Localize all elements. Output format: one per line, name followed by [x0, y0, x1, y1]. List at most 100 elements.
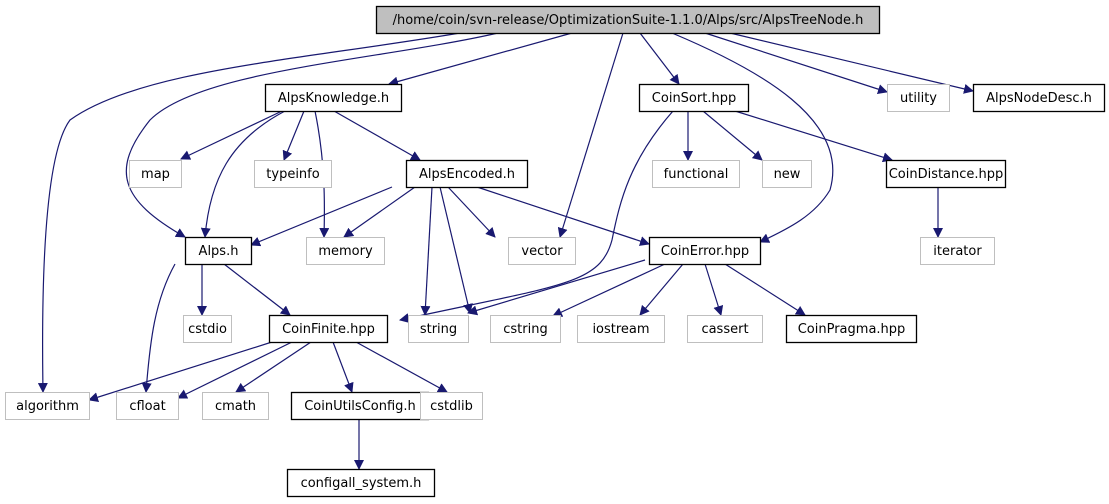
node-CoinDistance[interactable]: CoinDistance.hpp: [885, 159, 1007, 189]
node-root[interactable]: /home/coin/svn-release/OptimizationSuite…: [375, 5, 881, 35]
node-box: [920, 237, 995, 265]
edge-CoinError-to-CoinPragma: [724, 263, 806, 316]
edge-AlpsEncoded-to-vector: [447, 186, 496, 238]
edge-root-to-utility: [704, 32, 888, 94]
node-box: [885, 159, 1007, 189]
node-cstring: cstring: [490, 315, 561, 343]
node-label: typeinfo: [266, 167, 319, 182]
node-box: [420, 392, 483, 420]
node-box: [652, 160, 740, 188]
edge-CoinFinite-to-CoinUtilsConfig: [332, 341, 354, 393]
edge-Alps-to-CoinFinite: [223, 263, 291, 316]
node-configall_system[interactable]: configall_system.h: [286, 468, 436, 498]
node-label: cmath: [215, 399, 256, 414]
edge-root-to-algorithm: [37, 32, 461, 393]
node-box: [408, 315, 469, 343]
edge-CoinFinite-to-cmath: [235, 341, 312, 393]
node-CoinFinite[interactable]: CoinFinite.hpp: [268, 314, 389, 344]
edge-AlpsKnowledge-to-typeinfo: [282, 110, 305, 161]
node-CoinUtilsConfig[interactable]: CoinUtilsConfig.h: [290, 391, 430, 421]
node-box: [762, 160, 812, 188]
node-label: algorithm: [16, 399, 79, 414]
node-typeinfo: typeinfo: [254, 160, 332, 188]
node-label: AlpsKnowledge.h: [278, 91, 389, 106]
node-box: [129, 160, 182, 188]
node-label: string: [420, 322, 457, 337]
node-box: [405, 159, 529, 189]
node-cmath: cmath: [202, 392, 269, 420]
node-label: map: [141, 167, 170, 182]
edge-AlpsKnowledge-to-AlpsEncoded: [333, 110, 421, 161]
node-box: [687, 315, 763, 343]
node-AlpsKnowledge[interactable]: AlpsKnowledge.h: [264, 83, 403, 113]
node-label: AlpsNodeDesc.h: [986, 91, 1092, 106]
node-label: memory: [318, 244, 373, 259]
node-box: [490, 315, 561, 343]
node-Alps[interactable]: Alps.h: [184, 236, 253, 266]
node-box: [375, 5, 881, 35]
node-CoinSort[interactable]: CoinSort.hpp: [638, 83, 750, 113]
node-box: [887, 84, 950, 112]
node-label: cstdio: [188, 322, 227, 337]
node-label: cassert: [701, 322, 748, 337]
edge-CoinSort-to-new: [702, 110, 763, 161]
node-label: CoinPragma.hpp: [798, 322, 906, 337]
node-box: [286, 468, 436, 498]
node-box: [577, 315, 665, 343]
node-memory: memory: [306, 237, 385, 265]
edge-AlpsKnowledge-to-Alps: [200, 110, 286, 238]
node-CoinError[interactable]: CoinError.hpp: [648, 236, 762, 266]
node-box: [254, 160, 332, 188]
node-new: new: [762, 160, 812, 188]
node-box: [972, 83, 1106, 113]
edge-CoinFinite-to-cstdlib: [355, 341, 448, 393]
node-label: CoinError.hpp: [661, 244, 749, 259]
edge-root-to-AlpsKnowledge: [388, 32, 573, 87]
node-CoinPragma[interactable]: CoinPragma.hpp: [785, 314, 918, 344]
node-label: cfloat: [129, 399, 165, 414]
edge-AlpsEncoded-to-Alps: [250, 186, 393, 247]
node-label: cstring: [503, 322, 547, 337]
edge-AlpsEncoded-to-string: [420, 186, 433, 316]
node-box: [202, 392, 269, 420]
node-box: [116, 392, 179, 420]
node-algorithm: algorithm: [5, 392, 90, 420]
edge-CoinError-to-string: [467, 259, 646, 316]
node-label: iterator: [933, 244, 982, 259]
node-iterator: iterator: [920, 237, 995, 265]
edge-root-to-AlpsNodeDesc: [729, 32, 974, 94]
node-label: functional: [664, 167, 729, 182]
node-functional: functional: [652, 160, 740, 188]
node-box: [5, 392, 90, 420]
node-box: [290, 391, 430, 421]
node-utility: utility: [887, 84, 950, 112]
edge-CoinError-to-iostream: [639, 263, 684, 316]
node-string: string: [408, 315, 469, 343]
node-box: [306, 237, 385, 265]
node-label: AlpsEncoded.h: [419, 167, 515, 182]
node-cstdlib: cstdlib: [420, 392, 483, 420]
node-label: vector: [521, 244, 563, 259]
edge-root-to-CoinError: [671, 32, 834, 243]
node-AlpsEncoded[interactable]: AlpsEncoded.h: [405, 159, 529, 189]
node-box: [638, 83, 750, 113]
node-box: [785, 314, 918, 344]
node-box: [183, 315, 232, 343]
edge-AlpsEncoded-to-memory: [343, 186, 416, 238]
node-label: /home/coin/svn-release/OptimizationSuite…: [393, 13, 864, 28]
node-label: configall_system.h: [301, 476, 422, 491]
node-box: [508, 237, 576, 265]
node-label: CoinSort.hpp: [652, 91, 736, 106]
node-label: utility: [900, 91, 937, 106]
node-label: CoinFinite.hpp: [282, 322, 375, 337]
edge-root-to-Alps: [125, 32, 499, 238]
edge-root-to-vector: [557, 32, 624, 238]
node-iostream: iostream: [577, 315, 665, 343]
node-box: [264, 83, 403, 113]
node-cfloat: cfloat: [116, 392, 179, 420]
edge-AlpsEncoded-to-cstring: [439, 186, 473, 314]
node-AlpsNodeDesc[interactable]: AlpsNodeDesc.h: [972, 83, 1106, 113]
node-cstdio: cstdio: [183, 315, 232, 343]
node-cassert: cassert: [687, 315, 763, 343]
